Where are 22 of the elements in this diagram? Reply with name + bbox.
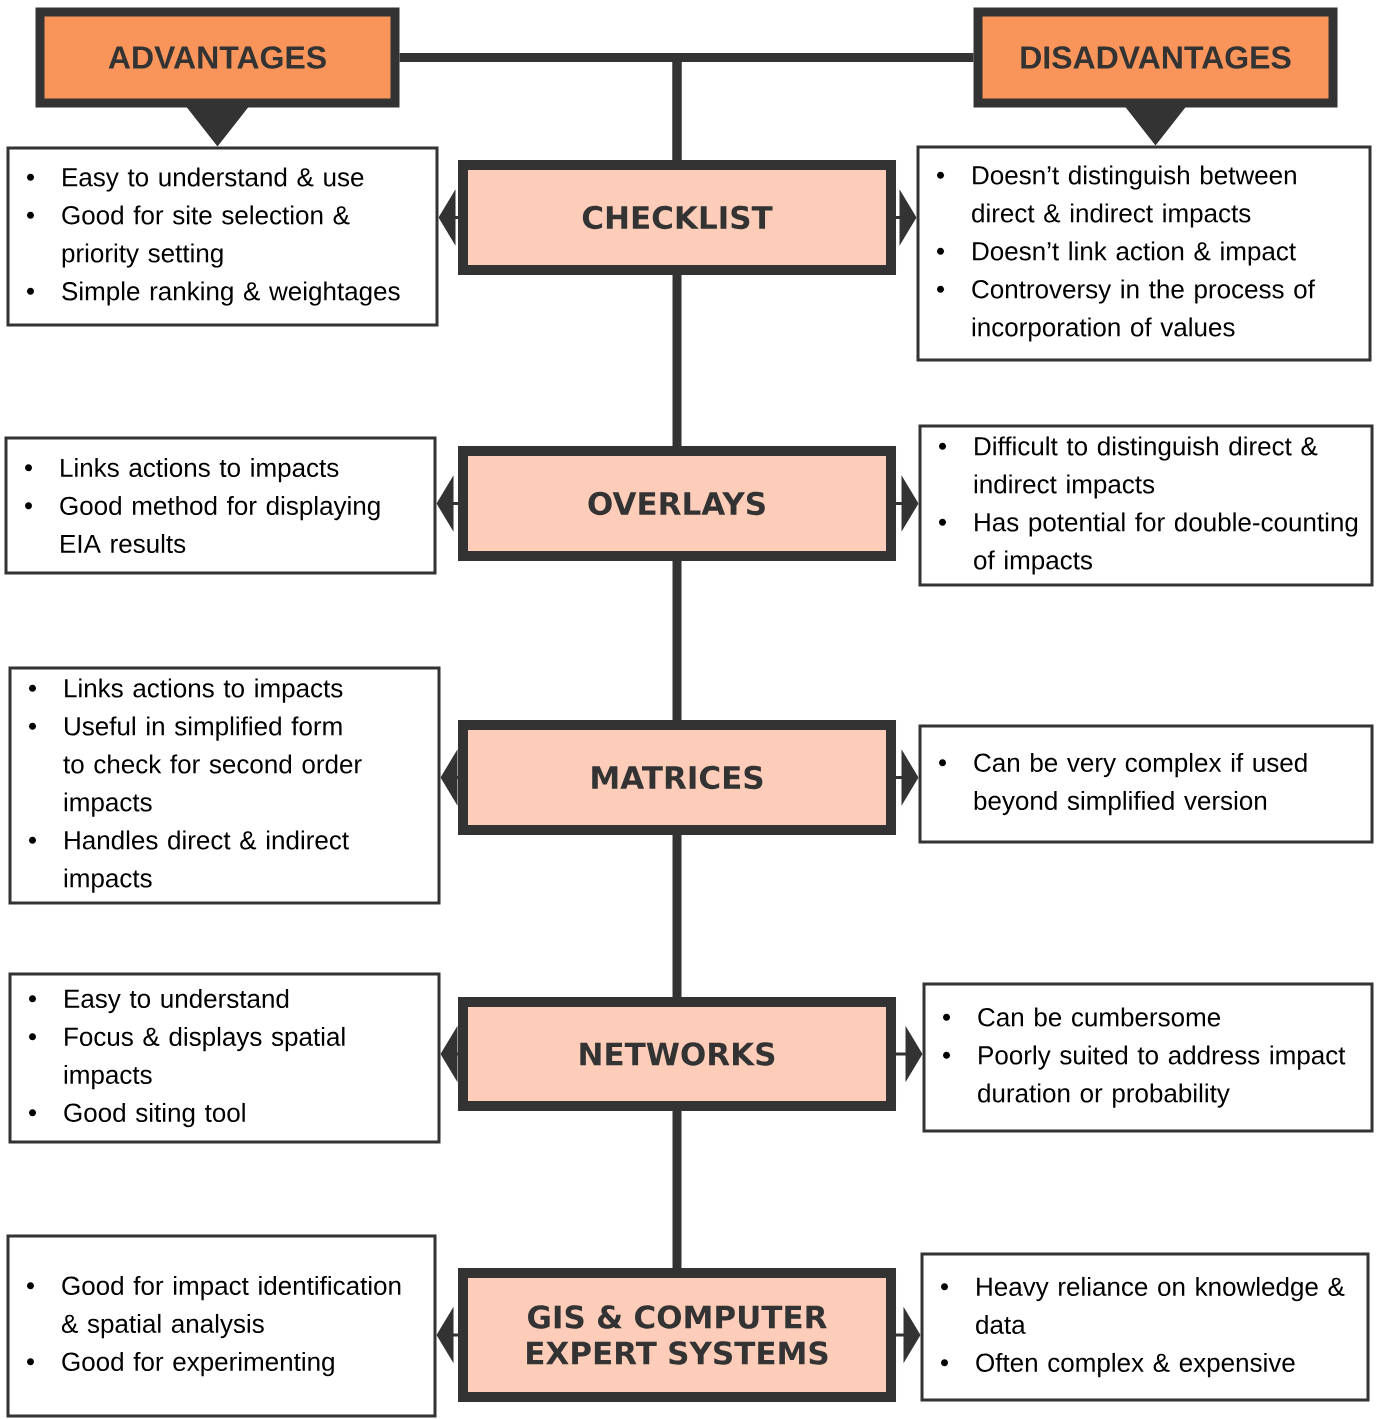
bullet-list-box: Heavy reliance on knowledge & data Often complex & expensive [920, 1252, 1370, 1402]
bullet-list-box: Doesn’t distinguish between direct & indirect impacts Doesn’t link action & impact Controversy in the process of incorporation of values [916, 145, 1372, 362]
method-box: CHECKLIST [458, 160, 896, 275]
connector-line [672, 53, 974, 160]
bullet-list-box: Difficult to distinguish direct & indirect impacts Has potential for double-counting of impacts [918, 424, 1374, 587]
bullet-list-box: Easy to understand & use Good for site selection & priority setting Simple ranking & weightages [6, 146, 439, 327]
connector-line [672, 275, 682, 446]
method-box: GIS & COMPUTER EXPERT SYSTEMS [458, 1268, 896, 1402]
method-box: OVERLAYS [458, 446, 896, 561]
heading-box: DISADVANTAGES [973, 7, 1338, 108]
bullet-list-box: Good for impact identification & spatial analysis Good for experimenting [6, 1234, 437, 1418]
heading-box: ADVANTAGES [35, 7, 400, 108]
connector-line [672, 835, 682, 997]
method-box: MATRICES [458, 720, 896, 835]
bullet-list-box: Easy to understand Focus & displays spatial impacts Good siting tool [8, 972, 441, 1144]
bullet-list-box: Links actions to impacts Good method for displaying EIA results [4, 436, 437, 575]
method-box: NETWORKS [458, 997, 896, 1111]
bullet-list-box: Can be very complex if used beyond simplified version [918, 724, 1374, 844]
bullet-list-box: Links actions to impacts Useful in simplified form to check for second order impacts Handles direct & indirect impacts [8, 666, 441, 905]
connector-line [672, 1111, 682, 1268]
connector-line [672, 561, 682, 720]
bullet-list-box: Can be cumbersome Poorly suited to address impact duration or probability [922, 982, 1374, 1133]
